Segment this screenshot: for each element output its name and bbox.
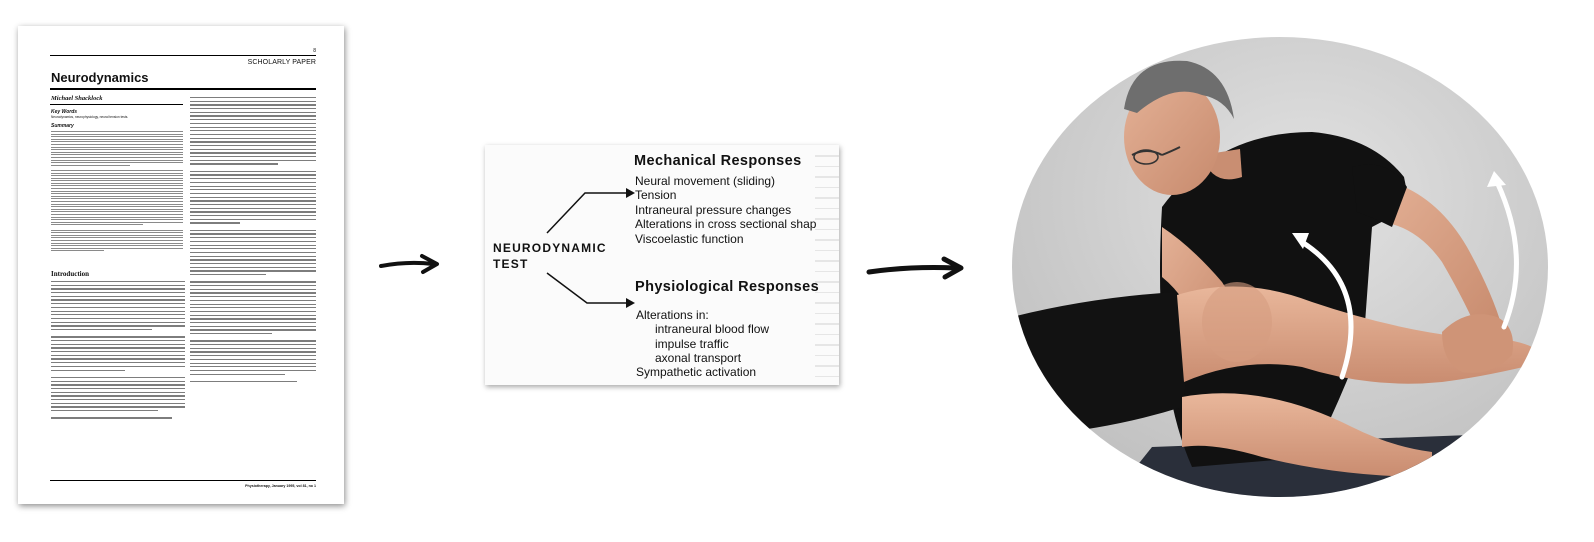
mechanical-item: Viscoelastic function	[635, 231, 744, 246]
physiological-item: intraneural blood flow	[655, 322, 770, 337]
test-label-line-1: NEURODYNAMIC	[493, 241, 607, 255]
test-label-line-2: TEST	[493, 257, 529, 271]
footer-rule	[50, 480, 316, 481]
physiological-arrowhead	[626, 298, 635, 308]
physiological-item: impulse traffic	[655, 336, 729, 351]
key-words-text: Neurodynamics, neurophysiology, neural t…	[51, 115, 129, 119]
paper-footer: Physiotherapy, January 1995, vol 81, no …	[245, 484, 316, 488]
text-column-right	[190, 97, 316, 385]
physiological-item: Sympathetic activation	[636, 365, 757, 380]
mechanical-item: Intraneural pressure changes	[635, 202, 792, 217]
key-words-heading: Key Words	[51, 109, 78, 115]
paper-title: Neurodynamics	[51, 70, 149, 85]
therapist-arm	[1372, 177, 1502, 337]
mechanical-list: Neural movement (sliding) Tension Intran…	[635, 174, 816, 246]
right-arrow-icon	[379, 254, 439, 274]
patient-lower-leg	[1182, 393, 1432, 477]
paper-page: 8 SCHOLARLY PAPER Neurodynamics Michael …	[18, 26, 344, 504]
curved-arrow-icon	[1494, 179, 1519, 330]
mechanical-arrowhead	[626, 188, 635, 198]
introduction-text-left	[51, 281, 185, 421]
bleed-through-text	[815, 155, 839, 385]
right-arrow-icon	[866, 256, 964, 280]
physiological-heading: Physiological Responses	[635, 279, 820, 295]
neurodynamic-test-label: NEURODYNAMIC TEST	[493, 240, 607, 272]
patient-knee	[1202, 282, 1272, 362]
mechanical-item: Alterations in cross sectional shap	[635, 217, 817, 232]
neurodynamic-test-photo	[1012, 37, 1548, 497]
mechanical-item: Tension	[635, 188, 677, 203]
mechanical-item: Neural movement (sliding)	[635, 174, 776, 188]
mechanical-branch-arrow	[546, 192, 631, 234]
physiological-list: Alterations in: intraneural blood flow i…	[636, 308, 769, 379]
physiological-branch-arrow	[546, 272, 631, 304]
physiological-item: Alterations in:	[636, 308, 709, 322]
summary-heading: Summary	[51, 123, 74, 129]
therapist-head	[1124, 79, 1220, 195]
summary-text	[51, 131, 183, 253]
header-rule	[50, 55, 316, 56]
title-rule	[50, 88, 316, 90]
neurodynamic-diagram: NEURODYNAMIC TEST Mechanical Responses N…	[485, 145, 839, 385]
paper-author: Michael Shacklock	[51, 95, 103, 102]
mechanical-heading: Mechanical Responses	[634, 153, 802, 169]
page-number: 8	[313, 48, 316, 54]
paper-label: SCHOLARLY PAPER	[247, 59, 316, 66]
branch-arrows	[546, 188, 635, 308]
therapist-sleeve	[1352, 164, 1407, 227]
curved-arrow-icon	[1299, 239, 1354, 380]
introduction-heading: Introduction	[51, 270, 89, 278]
therapist-hair	[1124, 60, 1234, 119]
physiological-item: axonal transport	[655, 350, 742, 365]
author-rule	[50, 104, 183, 105]
therapist-hand-on-foot	[1442, 314, 1513, 373]
